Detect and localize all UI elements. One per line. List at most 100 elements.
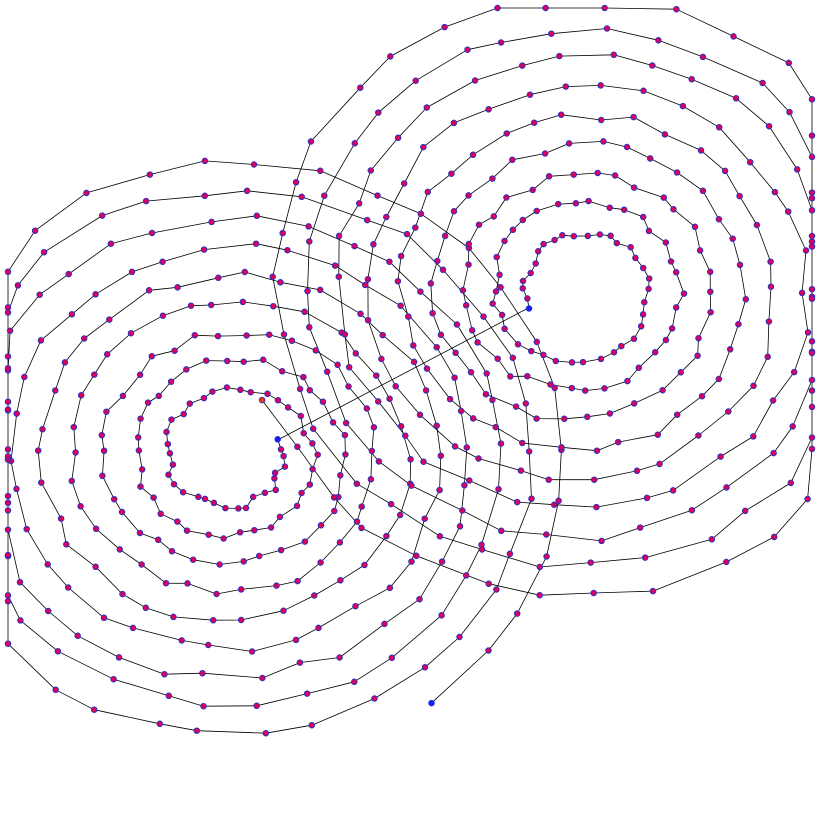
left-spiral-node [107,240,115,247]
left-spiral-node [422,387,430,394]
right-spiral-node [662,239,670,246]
right-spiral-node [446,395,454,403]
right-spiral-node [552,357,560,365]
right-spiral-node [357,84,364,91]
right-spiral-node [548,30,555,37]
right-spiral-node [464,46,471,53]
right-spiral-node [412,224,419,231]
right-spiral-node [623,143,631,151]
left-spiral-node [421,664,429,671]
left-spiral-node [136,371,144,379]
left-spiral-node [417,288,424,295]
left-spiral-node [4,304,12,311]
right-spiral-node [610,349,618,356]
left-spiral-node [205,641,212,649]
left-spiral-node [171,347,178,354]
left-spiral-node [293,502,301,510]
right-spiral-node [627,243,634,251]
right-spiral-line [261,7,813,596]
left-spiral-node [4,406,12,413]
left-spiral-node [353,518,361,525]
left-spiral-node [386,584,394,592]
left-spiral-node [300,429,307,437]
right-spiral-node [494,355,501,362]
left-spiral-node [396,511,404,519]
left-spiral-node [37,337,45,344]
left-spiral-node [497,284,504,291]
left-spiral-node [170,480,178,488]
left-spiral-node [314,451,321,458]
right-spiral-node [513,498,521,506]
left-spiral-node [456,523,464,530]
right-spiral-node [436,533,444,540]
right-spiral-node [489,175,496,182]
right-spiral-node [688,506,696,514]
right-spiral-node [696,247,704,254]
right-spiral-node [452,349,459,357]
left-spiral-node [92,291,99,298]
left-spiral-node [252,240,260,247]
right-spiral-node [536,563,544,571]
right-spiral-node [741,507,749,515]
left-spiral-node [272,486,280,494]
left-spiral-node [159,258,166,266]
right-spiral-node [808,338,816,345]
right-spiral-node [645,275,653,282]
right-spiral-node [441,232,449,240]
right-spiral-node [651,348,659,356]
left-spiral-node [317,522,325,529]
right-spiral-node [512,403,520,410]
left-spiral-node [16,578,24,586]
right-spiral-node [726,346,734,353]
left-spiral-node [70,423,78,431]
left-spiral-node [98,431,106,439]
left-spiral-node [308,721,316,729]
left-spiral-node [371,695,378,702]
right-spiral-node [808,207,816,214]
left-spiral-node [77,503,84,510]
left-spiral-node [437,452,445,460]
right-spiral-node [750,433,757,440]
right-spiral-node [468,327,476,334]
right-spiral-node [601,4,608,12]
left-spiral-node [116,546,124,553]
right-spiral-node [784,208,792,215]
right-spiral-node [750,382,757,390]
right-spiral-node [677,369,685,376]
left-spiral-node [178,637,185,644]
left-spiral-node [34,447,42,454]
left-spiral-node [223,384,231,391]
right-spiral-node [387,53,394,60]
left-spiral-node [363,405,371,412]
right-spiral-node [383,213,390,221]
right-spiral-node [698,392,706,400]
left-spiral-node [100,447,108,455]
left-spiral-node [388,654,396,662]
right-spiral-node [519,285,526,292]
left-spiral-node [386,395,393,402]
left-spiral-node [156,720,164,728]
right-spiral-node [770,449,777,457]
right-spiral-node [694,352,701,359]
left-spiral-node [52,387,59,394]
right-spiral-node [490,213,498,220]
right-spiral-node [364,316,372,324]
right-spiral-node [707,308,714,316]
left-spiral-node [4,353,12,360]
left-spiral-node [239,298,247,306]
left-spiral-node [4,592,12,599]
left-spiral-node [142,197,150,205]
left-spiral-node [159,312,167,319]
right-spiral-node [672,304,680,311]
left-spiral-node [315,624,322,632]
left-spiral-node [522,400,530,407]
left-spiral-node [127,329,135,337]
left-spiral-node [297,412,305,420]
left-spiral-node [436,486,443,494]
left-spiral-node [298,489,305,497]
right-spiral-node [808,285,816,293]
right-spiral-node [581,387,589,394]
left-spiral-node [52,686,59,694]
right-spiral-node [509,156,516,164]
left-spiral-node [80,335,88,342]
